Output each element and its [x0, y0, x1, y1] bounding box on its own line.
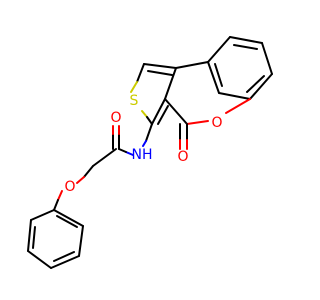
bond: [261, 42, 273, 75]
bond: [136, 63, 145, 83]
bond: [207, 61, 220, 94]
bond: [50, 255, 80, 269]
bond: [207, 36, 231, 63]
ring-oxygen-label: O: [211, 115, 222, 131]
bond-inner: [147, 70, 173, 76]
phenyl-ring-bottom: [27, 209, 84, 269]
bond: [186, 120, 209, 125]
bond-inner: [157, 105, 169, 125]
bond: [76, 176, 85, 184]
amide-linkage: [53, 123, 153, 211]
bond-inner: [246, 75, 265, 93]
bond: [92, 148, 117, 167]
bond: [27, 219, 32, 252]
sulfur-label: S: [130, 93, 139, 109]
bond: [151, 98, 166, 125]
lactone-carbonyl-oxygen-label: O: [177, 149, 188, 165]
pyranone-ring: [164, 61, 251, 150]
bond: [53, 199, 59, 211]
structure-svg: O O S NH O O: [27, 36, 273, 269]
bond: [164, 98, 188, 125]
bond: [125, 151, 134, 156]
thiophene-ring: [130, 63, 177, 125]
bond: [249, 73, 273, 100]
bond: [30, 209, 55, 221]
bond: [118, 148, 127, 153]
bond: [229, 36, 263, 44]
bond: [57, 190, 63, 201]
bond: [225, 98, 251, 114]
bond: [141, 110, 148, 118]
atom-labels: O O S NH O O: [64, 93, 222, 195]
amide-carbonyl-oxygen-label: O: [110, 110, 121, 126]
bond: [143, 63, 177, 69]
bond: [53, 209, 84, 227]
bond: [164, 67, 177, 100]
bond: [78, 225, 84, 257]
bond-inner: [214, 63, 223, 87]
bond-inner: [53, 251, 75, 262]
bond: [27, 250, 52, 269]
bond: [146, 116, 153, 125]
ether-oxygen-label: O: [64, 179, 75, 195]
bond: [145, 123, 153, 142]
bond: [130, 81, 138, 93]
amide-nitrogen-label: NH: [132, 147, 153, 163]
bond: [218, 92, 251, 100]
bond-inner: [56, 215, 78, 228]
bond: [142, 140, 147, 147]
benzene-ring-top: [207, 36, 273, 100]
bond: [83, 165, 94, 178]
bond: [175, 61, 209, 69]
bond-inner: [233, 44, 258, 50]
molecule-diagram: O O S NH O O: [27, 36, 273, 269]
bond-inner: [32, 226, 36, 249]
